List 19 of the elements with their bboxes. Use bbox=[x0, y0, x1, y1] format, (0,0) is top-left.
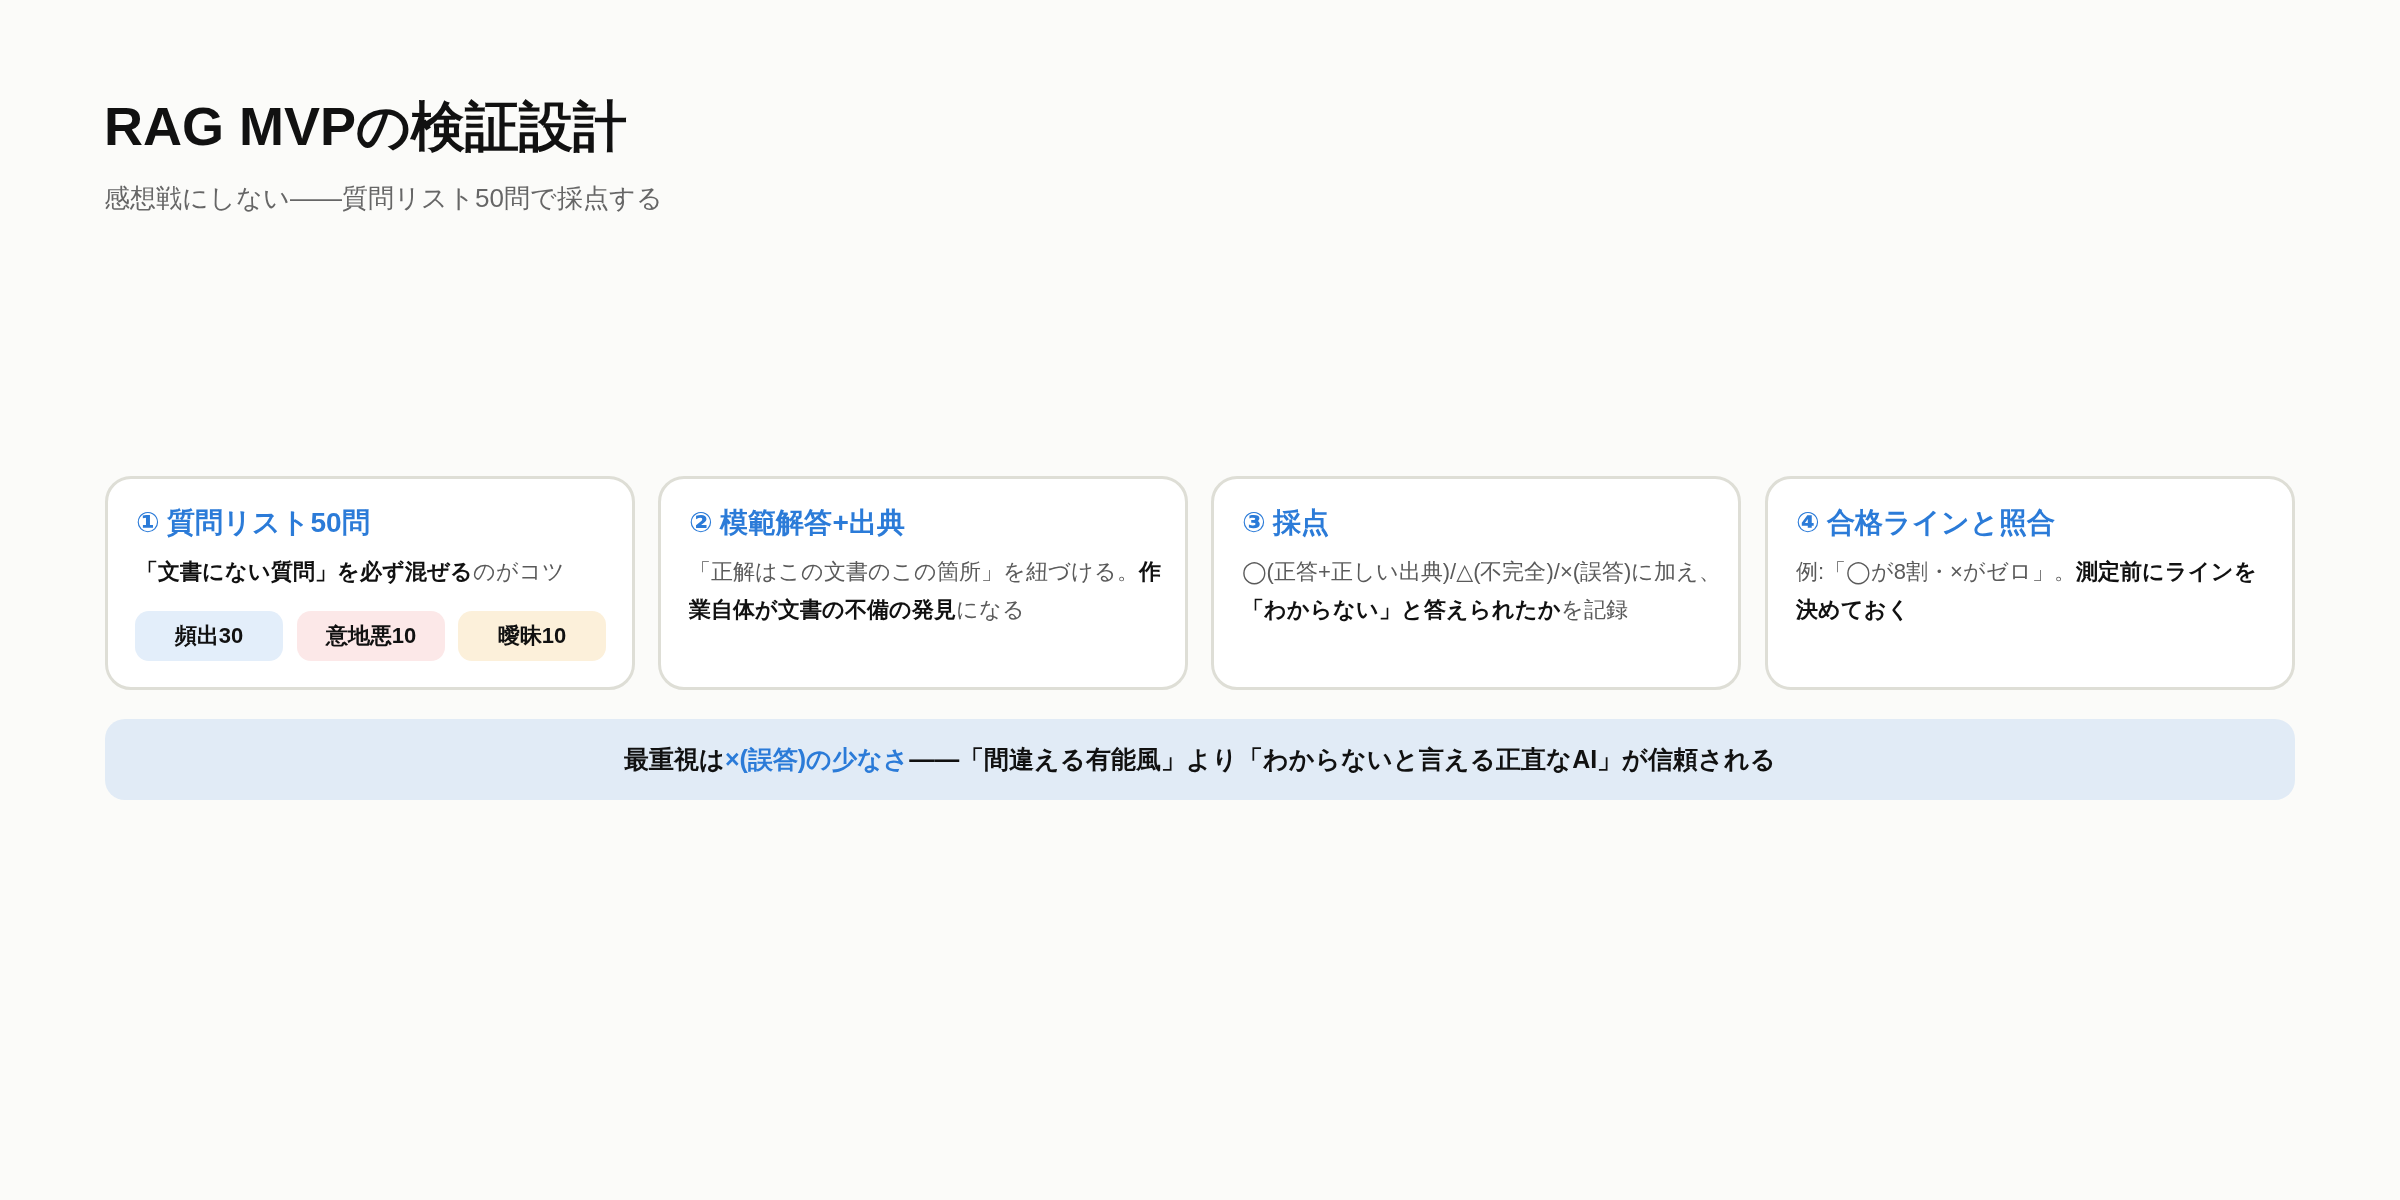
card-heading: ④ 合格ラインと照合 bbox=[1796, 506, 2056, 540]
card-text: 「正解はこの文書のこの箇所」を紐づける。作業自体が文書の不備の発見になる bbox=[689, 558, 1162, 624]
card-text: 例:「◯が8割・×がゼロ」。測定前にラインを決めておく bbox=[1796, 558, 2258, 624]
highlight-band bbox=[105, 719, 2295, 800]
title: RAG MVPの検証設計 bbox=[104, 95, 628, 158]
tag-pill: 曖昧10 bbox=[458, 611, 606, 661]
tag-pill: 意地悪10 bbox=[297, 611, 445, 661]
step-card bbox=[1765, 476, 2295, 690]
card-text: 「文書にない質問」を必ず混ぜるのがコツ bbox=[136, 558, 566, 586]
tag-pill: 頻出30 bbox=[135, 611, 283, 661]
subtitle: 感想戦にしない——質問リスト50問で採点する bbox=[104, 182, 663, 215]
card-heading: ③ 採点 bbox=[1242, 506, 1330, 540]
card-text: ◯(正答+正しい出典)/△(不完全)/×(誤答)に加え、「わからない」と答えられたかを記録 bbox=[1242, 558, 1723, 624]
step-card bbox=[658, 476, 1188, 690]
summary-text: 最重視は×(誤答)の少なさ——「間違える有能風」より「わからないと言える正直なAI」が信頼される bbox=[623, 744, 1777, 775]
card-heading: ① 質問リスト50問 bbox=[136, 506, 370, 540]
step-card bbox=[1211, 476, 1741, 690]
step-card bbox=[105, 476, 635, 690]
card-heading: ② 模範解答+出典 bbox=[689, 506, 905, 540]
